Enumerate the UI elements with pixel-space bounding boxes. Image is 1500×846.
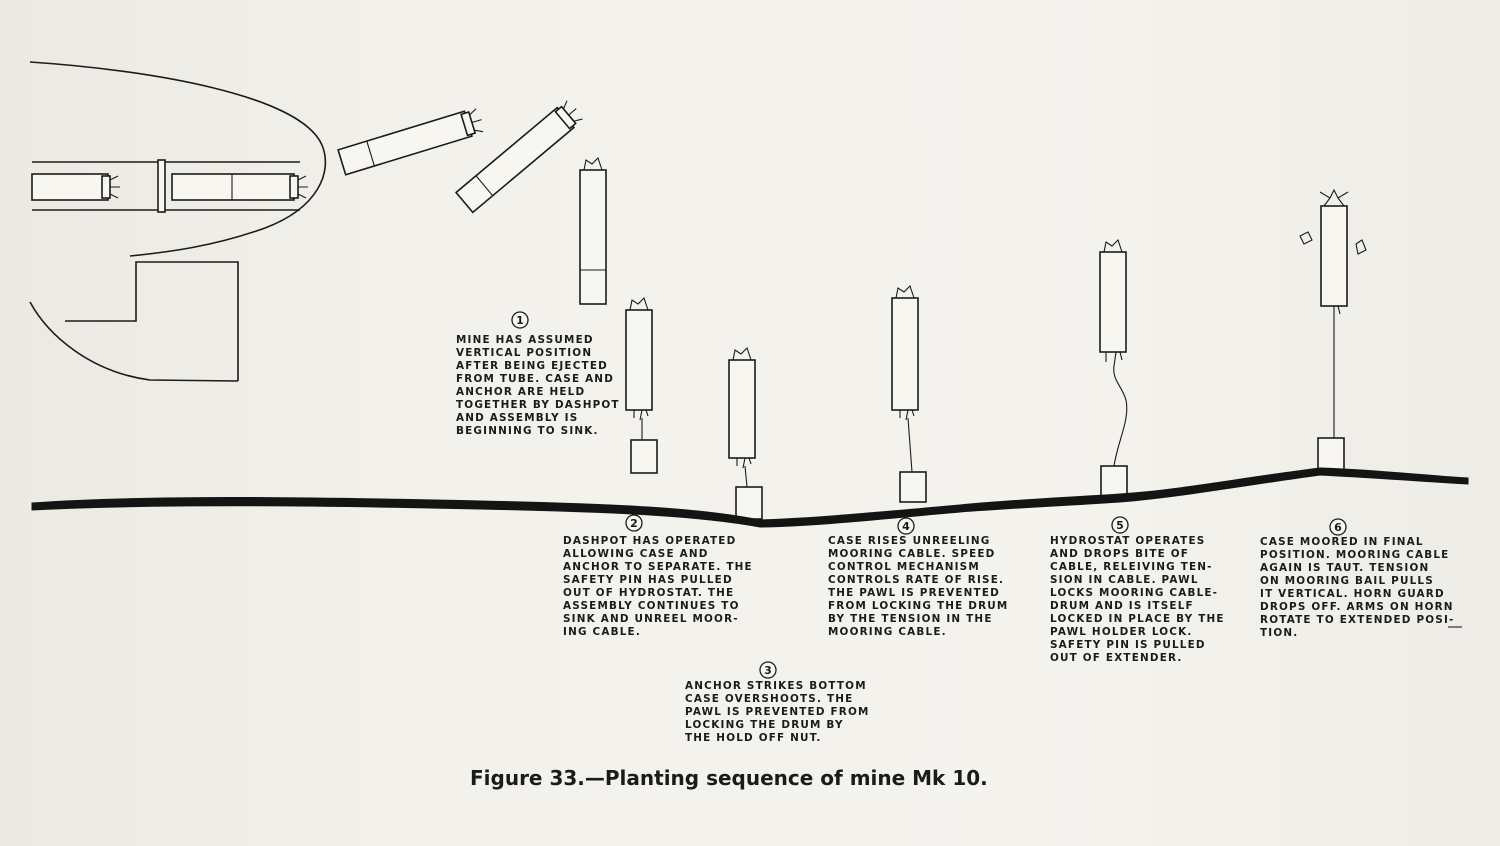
mine-stage-5 <box>1099 238 1128 499</box>
mine-in-tube-first <box>31 173 109 201</box>
figure-title: Figure 33.—Planting sequence of mine Mk … <box>470 766 988 790</box>
mine-case <box>891 297 919 411</box>
sea-bottom <box>31 467 1469 528</box>
anchor <box>1100 465 1128 499</box>
step-number-6: 6 <box>1329 518 1347 536</box>
horn-icon <box>469 108 484 133</box>
horn-icon <box>629 296 649 311</box>
horn-guard-fragment-icon <box>1299 231 1313 245</box>
mine-case <box>579 169 607 305</box>
step-number-1: 1 <box>511 311 529 329</box>
step-3-caption: ANCHOR STRIKES BOTTOM CASE OVERSHOOTS. T… <box>685 680 870 744</box>
mine-case <box>1099 251 1127 353</box>
ejected-mine-horizontal <box>337 108 484 176</box>
anchor <box>1317 437 1345 471</box>
svg-text:5: 5 <box>1116 519 1124 532</box>
mine-stage-2 <box>625 296 658 474</box>
mooring-cable <box>744 465 748 488</box>
mine-in-tube-first-cap <box>101 175 111 199</box>
horn-icon <box>895 284 915 299</box>
submarine-hull-outline <box>29 61 327 257</box>
mooring-cable <box>907 417 913 473</box>
mine-stage-4 <box>891 284 927 503</box>
step-number-4: 4 <box>897 517 915 535</box>
svg-text:4: 4 <box>902 520 910 533</box>
anchor <box>735 486 763 520</box>
horn-icon <box>1103 238 1123 253</box>
mooring-cable-bite <box>1113 365 1128 467</box>
step-number-5: 5 <box>1111 516 1129 534</box>
horn-icon <box>732 346 752 361</box>
mine-stage-6 <box>1299 188 1367 471</box>
horn-guard-fragment-icon <box>1355 239 1367 255</box>
svg-text:1: 1 <box>516 314 524 327</box>
anchor <box>630 439 658 474</box>
step-number-2: 2 <box>625 514 643 532</box>
svg-text:2: 2 <box>630 517 638 530</box>
ejected-mine-tilted <box>454 100 583 214</box>
mine-case <box>1320 205 1348 307</box>
step-2-caption: DASHPOT HAS OPERATED ALLOWING CASE AND A… <box>563 535 753 638</box>
mine-in-tube-second <box>171 173 295 201</box>
mine-in-tube-second-cap <box>289 175 299 199</box>
step-1-caption: MINE HAS ASSUMED VERTICAL POSITION AFTER… <box>456 334 620 437</box>
mine-case <box>625 309 653 411</box>
horn-icon <box>562 100 583 122</box>
horn-arms-extended-icon <box>1319 188 1349 207</box>
horn-icon <box>297 175 308 199</box>
step-6-caption: CASE MOORED IN FINAL POSITION. MOORING C… <box>1260 536 1455 639</box>
svg-text:6: 6 <box>1334 521 1342 534</box>
mine-stage-1 <box>579 156 607 305</box>
horn-icon <box>109 175 120 199</box>
svg-text:3: 3 <box>764 664 772 677</box>
submarine-hull-underside <box>29 301 239 382</box>
step-5-caption: HYDROSTAT OPERATES AND DROPS BITE OF CAB… <box>1050 535 1225 664</box>
horn-icon <box>583 156 603 171</box>
submarine-stern <box>29 61 327 382</box>
submarine-skeg <box>65 261 239 381</box>
mine-stage-3 <box>728 346 763 520</box>
mine-case <box>728 359 756 459</box>
mine-tube-collar <box>157 159 166 213</box>
step-4-caption: CASE RISES UNREELING MOORING CABLE. SPEE… <box>828 535 1009 638</box>
anchor <box>899 471 927 503</box>
step-number-3: 3 <box>759 661 777 679</box>
